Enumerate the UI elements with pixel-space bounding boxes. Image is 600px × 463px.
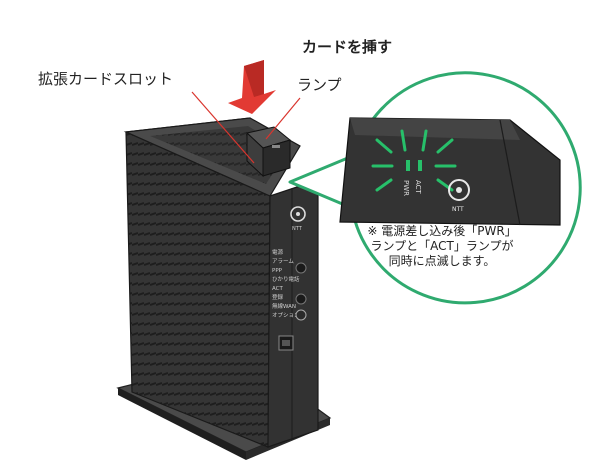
front-label-option: オプション <box>272 312 300 319</box>
zoom-logo-text: NTT <box>452 206 464 213</box>
front-switch <box>278 335 294 351</box>
expansion-slot-label: 拡張カードスロット <box>38 70 174 88</box>
expansion-card <box>245 126 292 178</box>
front-label-hikari: ひかり電話 <box>272 275 300 283</box>
note-line-2: ランプと「ACT」ランプが <box>370 239 514 253</box>
front-label-act: ACT <box>272 286 284 292</box>
front-label-wireless: 無線WAN <box>272 302 296 310</box>
leader-lines <box>191 91 301 164</box>
zoom-lamp-act <box>418 160 422 171</box>
blink-note: ※ 電源差し込み後「PWR」 ランプと「ACT」ランプが 同時に点滅します。 <box>337 224 547 269</box>
front-button-middle <box>295 293 307 305</box>
zoom-lamp-pwr <box>406 160 410 171</box>
note-line-3: 同時に点滅します。 <box>388 254 496 268</box>
front-button-top <box>295 262 307 274</box>
insert-arrow-icon <box>228 60 276 114</box>
zoom-label-pwr: PWR <box>402 180 410 196</box>
front-button-lower <box>295 309 307 321</box>
insert-card-label: カードを挿す <box>302 38 393 56</box>
zoom-label-act: ACT <box>414 180 422 195</box>
zoomed-device <box>339 117 561 226</box>
front-logo-icon <box>290 206 306 222</box>
lamp-leader-line <box>265 97 301 140</box>
front-label-register: 登録 <box>272 293 284 301</box>
zoom-lamp-labels: PWR ACT <box>402 180 422 196</box>
front-label-ppp: PPP <box>272 268 283 274</box>
note-line-1: ※ 電源差し込み後「PWR」 <box>367 224 517 238</box>
front-logo-text: NTT <box>292 226 303 232</box>
slot-leader-line <box>191 91 255 164</box>
lamp-label: ランプ <box>297 76 342 94</box>
zoom-logo-icon: NTT <box>448 179 470 213</box>
front-label-alarm: アラーム <box>272 258 294 265</box>
front-label-power: 電源 <box>272 248 284 256</box>
front-lamp-labels: 電源 アラーム PPP ひかり電話 ACT 登録 無線WAN オプション <box>272 248 300 319</box>
